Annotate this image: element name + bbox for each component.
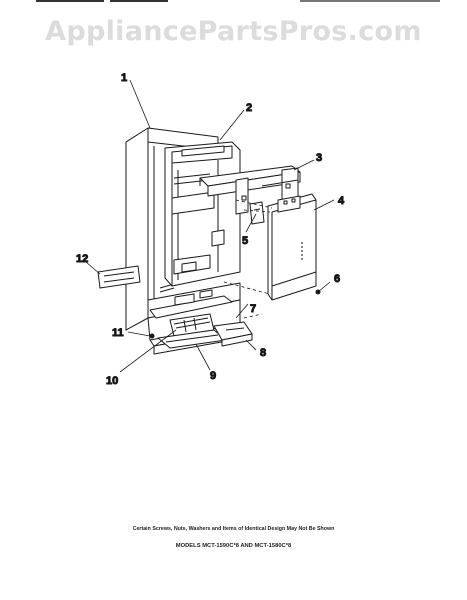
callout-10: 10: [106, 375, 118, 387]
callout-1: 1: [121, 72, 127, 84]
footnote-text: Certain Screws, Nuts, Washers and Items …: [132, 526, 335, 532]
top-edge-fragment: [36, 0, 440, 2]
part-2-inner-chassis: [164, 141, 241, 287]
callout-2: 2: [246, 102, 252, 114]
part-11-screw: [149, 333, 155, 339]
watermark: AppliancePartsPros.com: [45, 16, 422, 47]
callout-8: 8: [260, 347, 266, 359]
part-4-side-panel: [267, 193, 317, 301]
part-8-tray: [213, 321, 253, 347]
part-10-connector: [169, 313, 215, 337]
callout-5: 5: [242, 235, 248, 247]
model-caption: MODELS MCT-1590C*8 AND MCT-1580C*8: [175, 543, 292, 549]
callout-9: 9: [210, 370, 216, 382]
alignment-guides: [223, 199, 273, 319]
callout-4: 4: [338, 195, 345, 207]
callout-11: 11: [112, 327, 124, 339]
callout-3: 3: [316, 152, 322, 164]
part-12-latch-plate: [97, 265, 141, 289]
callout-7: 7: [250, 303, 256, 315]
callout-12: 12: [76, 253, 88, 265]
callout-6: 6: [334, 273, 340, 285]
callout-leaders: [85, 79, 335, 373]
